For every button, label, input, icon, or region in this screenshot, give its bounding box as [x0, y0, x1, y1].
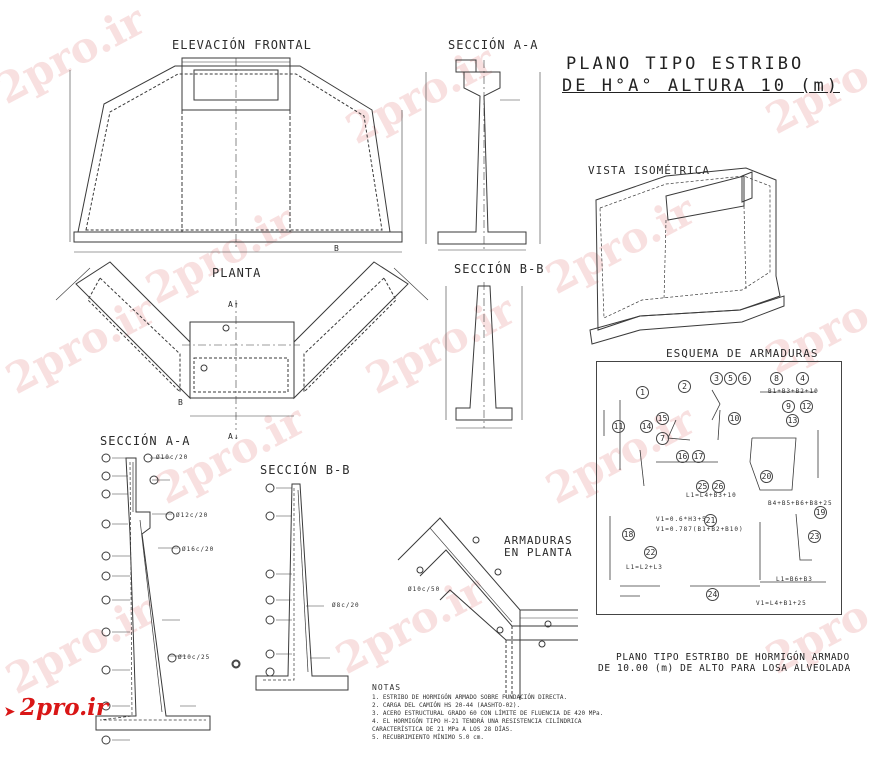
- bar-number: 23: [808, 530, 821, 543]
- armaduras-planta-title: ARMADURAS: [504, 534, 573, 547]
- bar-number: 8: [770, 372, 783, 385]
- plano-tipo-title: PLANO TIPO ESTRIBO: [566, 54, 805, 74]
- seccion-aa-bottom-drawing: [95, 453, 241, 745]
- bar-callout: Ø16c/20: [182, 546, 215, 553]
- plano-tipo-subtitle: DE H°A° ALTURA 10 (m): [562, 76, 840, 96]
- detail-marker: [232, 660, 240, 668]
- vista-isometrica-title: VISTA ISOMÉTRICA: [588, 164, 710, 177]
- esquema-formula: L1=L2+L3: [626, 564, 663, 571]
- seccion-bb-bottom-title: SECCIÓN B-B: [260, 463, 351, 477]
- bar-callout: Ø10c/25: [178, 654, 211, 661]
- bar-number: 17: [692, 450, 705, 463]
- bar-number: 16: [676, 450, 689, 463]
- section-cut-b-bottom: B: [178, 398, 184, 407]
- planta-title: PLANTA: [212, 266, 262, 280]
- bar-number: 2: [678, 380, 691, 393]
- planta-drawing: [55, 261, 429, 430]
- esquema-formula: V1=0.6*H3+5: [656, 516, 707, 523]
- elevacion-frontal-drawing: [69, 57, 403, 253]
- bar-number: 9: [782, 400, 795, 413]
- bar-number: 26: [712, 480, 725, 493]
- bar-number: 6: [738, 372, 751, 385]
- note-item: 1. ESTRIBO DE HORMIGÓN ARMADO SOBRE FUND…: [372, 694, 568, 701]
- bar-callout: Ø10c/20: [156, 454, 189, 461]
- bar-number: 14: [640, 420, 653, 433]
- logo-arrow-icon: ➤: [4, 700, 17, 724]
- bar-number: 4: [796, 372, 809, 385]
- note-item: 4. EL HORMIGÓN TIPO H-21 TENDRÁ UNA RESI…: [372, 718, 582, 725]
- armaduras-en-planta-drawing: [397, 517, 578, 700]
- esquema-formula: V1=L4+B1+25: [756, 600, 807, 607]
- section-cut-a-top: A↑: [228, 300, 240, 309]
- bar-number: 1: [636, 386, 649, 399]
- esquema-armaduras-drawing: [603, 389, 826, 597]
- esquema-formula: L1=B6+B3: [776, 576, 813, 583]
- esquema-formula: L1=L4+B3+10: [686, 492, 737, 499]
- caption-line: PLANO TIPO ESTRIBO DE HORMIGÓN ARMADO: [616, 652, 850, 663]
- bar-callout: Ø10c/50: [408, 586, 441, 593]
- note-item: 5. RECUBRIMIENTO MÍNIMO 5.0 cm.: [372, 734, 484, 741]
- bar-number: 22: [644, 546, 657, 559]
- bar-callout: Ø12c/20: [176, 512, 209, 519]
- bar-number: 12: [800, 400, 813, 413]
- esquema-formula: B4+B5+B6+B8+25: [768, 500, 833, 507]
- section-cut-b-top: B: [334, 244, 340, 253]
- bar-number: 19: [814, 506, 827, 519]
- notes-heading: NOTAS: [372, 683, 402, 692]
- notes-block: NOTAS 1. ESTRIBO DE HORMIGÓN ARMADO SOBR…: [372, 684, 603, 742]
- esquema-armaduras-title: ESQUEMA DE ARMADURAS: [666, 347, 819, 360]
- site-logo[interactable]: 2pro.ir: [20, 694, 109, 721]
- esquema-formula: B1+B3+B2+10: [768, 388, 819, 395]
- elevacion-frontal-title: ELEVACIÓN FRONTAL: [172, 38, 312, 52]
- seccion-aa-top-title: SECCIÓN A-A: [448, 38, 539, 52]
- bar-number: 3: [710, 372, 723, 385]
- bar-number: 18: [622, 528, 635, 541]
- note-item: 3. ACERO ESTRUCTURAL GRADO 60 CON LÍMITE…: [372, 710, 604, 717]
- bar-callout: Ø8c/20: [332, 602, 360, 609]
- note-item: CARACTERÍSTICA DE 21 MPa A LOS 28 DÍAS.: [372, 726, 513, 733]
- bar-number: 25: [696, 480, 709, 493]
- bar-number: 5: [724, 372, 737, 385]
- seccion-aa-top-drawing: [425, 59, 541, 251]
- section-cut-a-bottom: A↓: [228, 432, 240, 441]
- bar-number: 11: [612, 420, 625, 433]
- note-item: 2. CARGA DEL CAMIÓN HS 20-44 (AASHTO-02)…: [372, 702, 521, 709]
- bar-number: 20: [760, 470, 773, 483]
- seccion-bb-middle-drawing: [445, 282, 523, 429]
- seccion-aa-bottom-title: SECCIÓN A-A: [100, 434, 191, 448]
- drawing-caption: PLANO TIPO ESTRIBO DE HORMIGÓN ARMADO DE…: [598, 652, 851, 674]
- vista-isometrica-drawing: [589, 167, 785, 345]
- bar-number: 21: [704, 514, 717, 527]
- esquema-armaduras-frame: [596, 361, 842, 615]
- seccion-bb-middle-title: SECCIÓN B-B: [454, 262, 545, 276]
- esquema-formula: V1=0.787(B1+B2+B10): [656, 526, 744, 533]
- seccion-bb-bottom-drawing: [255, 483, 349, 691]
- bar-number: 10: [728, 412, 741, 425]
- caption-line: DE 10.00 (m) DE ALTO PARA LOSA ALVEOLADA: [598, 663, 851, 674]
- armaduras-planta-subtitle: EN PLANTA: [504, 546, 573, 559]
- bar-number: 24: [706, 588, 719, 601]
- bar-number: 15: [656, 412, 669, 425]
- bar-number: 13: [786, 414, 799, 427]
- bar-number: 7: [656, 432, 669, 445]
